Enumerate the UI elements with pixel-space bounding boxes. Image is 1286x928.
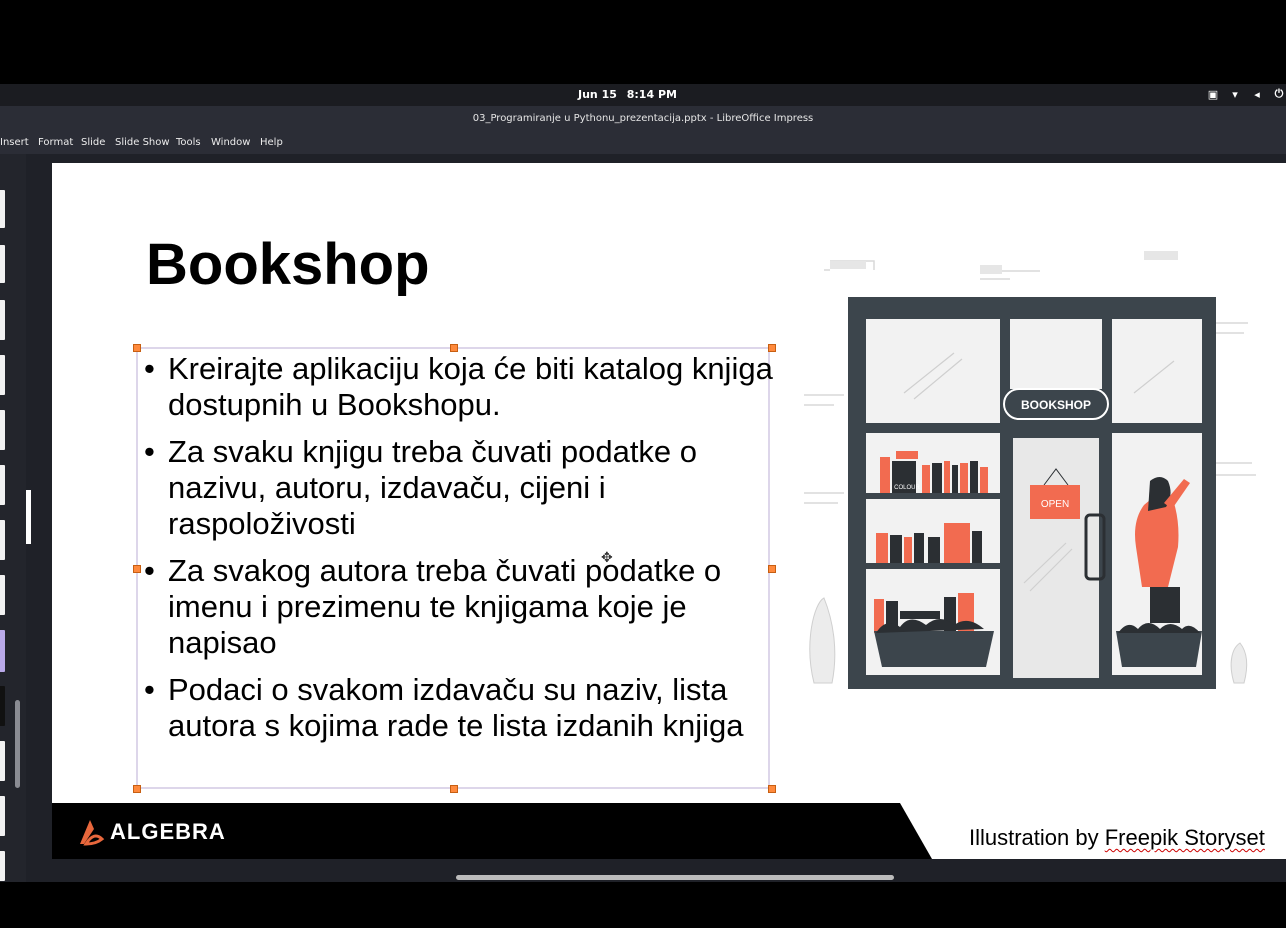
slide-thumbnail[interactable] bbox=[0, 796, 5, 836]
menu-tools[interactable]: Tools bbox=[176, 137, 201, 148]
network-icon[interactable]: ▣ bbox=[1207, 87, 1219, 101]
bookshop-illustration: COLOUR BOOKSHOP bbox=[804, 251, 1256, 689]
algebra-logo-icon bbox=[80, 820, 105, 846]
slide-thumbnail[interactable] bbox=[0, 245, 5, 283]
illustration-credit[interactable]: Illustration by Freepik Storyset bbox=[969, 825, 1265, 851]
slide-thumbnail[interactable] bbox=[0, 410, 5, 450]
resize-handle[interactable] bbox=[133, 785, 141, 793]
slide-panel[interactable] bbox=[0, 154, 26, 882]
menu-bar: Insert Format Slide Slide Show Tools Win… bbox=[0, 132, 1286, 154]
algebra-logo: ALGEBRA bbox=[76, 817, 226, 847]
credit-name: Freepik Storyset bbox=[1104, 825, 1265, 850]
system-tray[interactable]: ▣ ▾ ◂ ⏻ bbox=[1206, 87, 1286, 101]
panel-collapse-handle[interactable] bbox=[26, 490, 31, 544]
slide-thumbnail[interactable] bbox=[0, 741, 5, 781]
menu-window[interactable]: Window bbox=[211, 137, 251, 148]
menu-insert[interactable]: Insert bbox=[0, 137, 29, 148]
slide-thumbnail[interactable] bbox=[0, 686, 5, 726]
slide-thumbnail-selected[interactable] bbox=[0, 630, 5, 672]
menu-slide-show[interactable]: Slide Show bbox=[115, 137, 170, 148]
slide-thumbnail[interactable] bbox=[0, 190, 5, 228]
slide-thumbnail[interactable] bbox=[0, 355, 5, 395]
logo-text: ALGEBRA bbox=[110, 819, 226, 844]
slide-thumbnail[interactable] bbox=[0, 575, 5, 615]
time-label: 8:14 PM bbox=[626, 88, 677, 101]
slide-footer-band bbox=[52, 803, 932, 859]
resize-handle[interactable] bbox=[450, 785, 458, 793]
bullet-item[interactable]: Podaci o svakom izdavaču su naziv, lista… bbox=[144, 672, 784, 744]
menu-format[interactable]: Format bbox=[38, 137, 74, 148]
menu-help[interactable]: Help bbox=[260, 137, 283, 148]
menu-slide[interactable]: Slide bbox=[81, 137, 106, 148]
resize-handle[interactable] bbox=[133, 344, 141, 352]
date-label: Jun 15 bbox=[578, 88, 617, 101]
credit-prefix: Illustration by bbox=[969, 825, 1105, 850]
open-sign: OPEN bbox=[1041, 499, 1069, 510]
wifi-icon[interactable]: ▾ bbox=[1232, 87, 1238, 101]
panel-scrollbar[interactable] bbox=[15, 700, 20, 788]
bullet-item[interactable]: Kreirajte aplikaciju koja će biti katalo… bbox=[144, 351, 784, 423]
slide-canvas[interactable]: Bookshop Kreirajte aplikaciju koja će bi… bbox=[52, 163, 1286, 859]
book-label: COLOUR bbox=[894, 485, 920, 491]
slide-thumbnail[interactable] bbox=[0, 300, 5, 340]
resize-handle[interactable] bbox=[133, 565, 141, 573]
bookshop-sign: BOOKSHOP bbox=[1021, 398, 1091, 412]
slide-thumbnail[interactable] bbox=[0, 851, 5, 881]
move-cursor-icon: ✥ bbox=[601, 550, 613, 566]
bullet-item[interactable]: Za svaku knjigu treba čuvati podatke o n… bbox=[144, 434, 784, 542]
bullet-list[interactable]: Kreirajte aplikaciju koja će biti katalo… bbox=[144, 351, 784, 755]
bullet-item[interactable]: Za svakog autora treba čuvati podatke o … bbox=[144, 553, 784, 661]
power-icon[interactable]: ⏻ bbox=[1274, 87, 1284, 100]
window-title-bar: 03_Programiranje u Pythonu_prezentacija.… bbox=[0, 106, 1286, 132]
clock[interactable]: Jun 15 8:14 PM bbox=[578, 88, 683, 101]
slide-title[interactable]: Bookshop bbox=[146, 232, 430, 297]
slide-thumbnail[interactable] bbox=[0, 520, 5, 560]
system-top-bar: Jun 15 8:14 PM ▣ ▾ ◂ ⏻ bbox=[0, 84, 1286, 106]
volume-icon[interactable]: ◂ bbox=[1254, 87, 1260, 101]
slide-thumbnail[interactable] bbox=[0, 465, 5, 505]
horizontal-scrollbar[interactable] bbox=[456, 875, 894, 880]
resize-handle[interactable] bbox=[768, 785, 776, 793]
window-title: 03_Programiranje u Pythonu_prezentacija.… bbox=[472, 113, 814, 124]
